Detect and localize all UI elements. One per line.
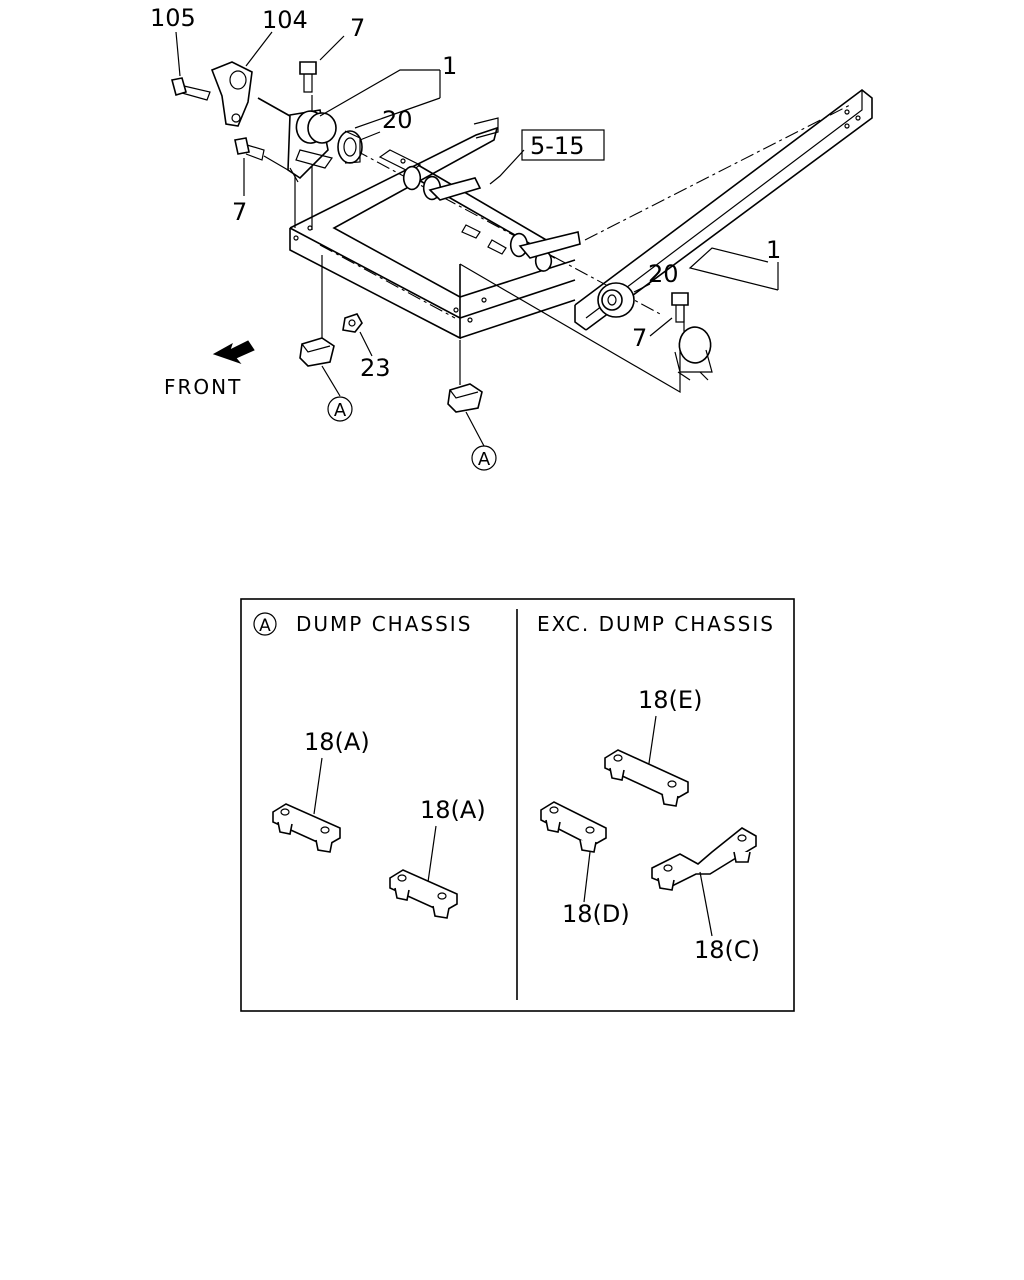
front-label: FRONT [164,375,242,399]
reference-label: 5-15 [530,132,584,160]
callout-7-top: 7 [350,14,365,42]
bracket-icon [210,61,291,127]
bolt-icon [171,77,211,101]
left-panel-title: DUMP CHASSIS [296,612,472,636]
bushing-icon [597,282,635,318]
callout-104: 104 [262,6,308,34]
callout-1-top: 1 [442,52,457,80]
plate-icon [604,749,689,807]
circle-a-marker-2: A [471,445,497,471]
cross-member [289,126,576,340]
plate-icon [272,803,341,853]
frame-rail [574,88,873,331]
left-bracket-assembly [287,109,337,183]
left-part1-label: 18(A) [304,728,370,756]
plate-icon [651,827,757,891]
detail-box [240,598,795,1012]
shaft-assembly [402,164,581,272]
circle-a-letter: A [478,449,491,470]
callout-105: 105 [150,4,196,32]
callout-20-top: 20 [382,106,413,134]
right-panel: EXC. DUMP CHASSIS 18(E) 18(D) 18(C) [537,612,775,964]
circle-a-letter: A [334,400,347,421]
callout-20-right: 20 [648,260,679,288]
bolt-icon [299,61,317,93]
bushing-icon [337,130,363,164]
bolt-icon [671,292,689,323]
washer-icon [299,337,335,367]
callout-23: 23 [360,354,391,382]
nut-icon [342,313,363,333]
washer-icon [447,383,483,413]
callout-7-right: 7 [632,324,647,352]
callout-7-left: 7 [232,198,247,226]
part-18c-label: 18(C) [694,936,760,964]
plate-icon [389,869,458,919]
leader-lines [175,31,779,447]
left-panel: A DUMP CHASSIS 18(A) 18(A) [253,612,486,919]
part-18e-label: 18(E) [638,686,702,714]
part-18d-label: 18(D) [562,900,630,928]
circle-a-marker-1: A [327,396,353,422]
callout-1-right: 1 [766,236,781,264]
front-arrow-icon [212,340,255,365]
left-part2-label: 18(A) [420,796,486,824]
reference-5-15: 5-15 [521,129,605,161]
bolt-icon [234,137,289,171]
panel-marker-letter: A [259,616,271,636]
right-panel-title: EXC. DUMP CHASSIS [537,612,775,636]
plate-icon [540,801,607,853]
